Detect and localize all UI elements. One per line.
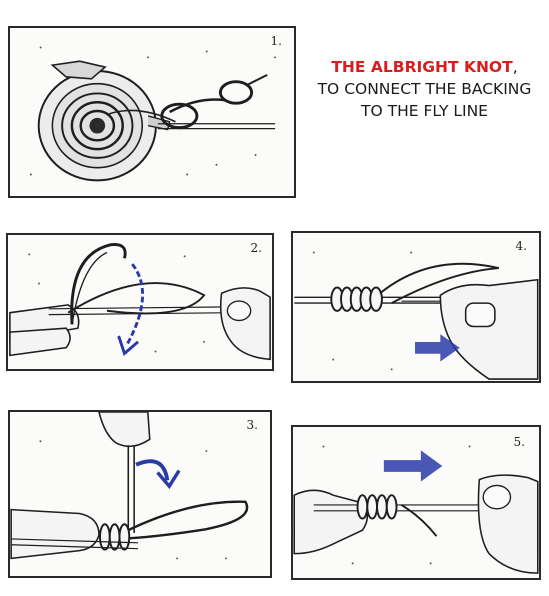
knot-name: THE ALBRIGHT KNOT: [331, 58, 513, 76]
title-line-2: TO CONNECT THE BACKING: [317, 80, 532, 98]
step-5-illustration: [293, 445, 539, 574]
step-3-illustration: [10, 412, 249, 560]
step-4-panel: 4.: [291, 231, 541, 383]
step-4-number: 4.: [515, 239, 527, 253]
title-line-3: TO THE FLY LINE: [361, 102, 488, 120]
step-1-illustration: [29, 46, 277, 182]
step-5-number: 5.: [513, 435, 525, 449]
step-4-illustration: [294, 251, 539, 380]
step-2-panel: 2.: [6, 233, 274, 371]
title-line-1: THE ALBRIGHT KNOT,: [300, 56, 549, 78]
step-1-panel: 1.: [8, 26, 296, 198]
step-3-panel: 3.: [8, 410, 272, 578]
step-2-illustration: [9, 243, 271, 361]
step-3-number: 3.: [246, 418, 258, 432]
step-5-panel: 5.: [291, 425, 541, 580]
title-block: THE ALBRIGHT KNOT, TO CONNECT THE BACKIN…: [300, 56, 549, 122]
step-2-number: 2.: [250, 241, 262, 255]
step-1-number: 1.: [270, 34, 282, 48]
title-comma: ,: [512, 58, 518, 76]
